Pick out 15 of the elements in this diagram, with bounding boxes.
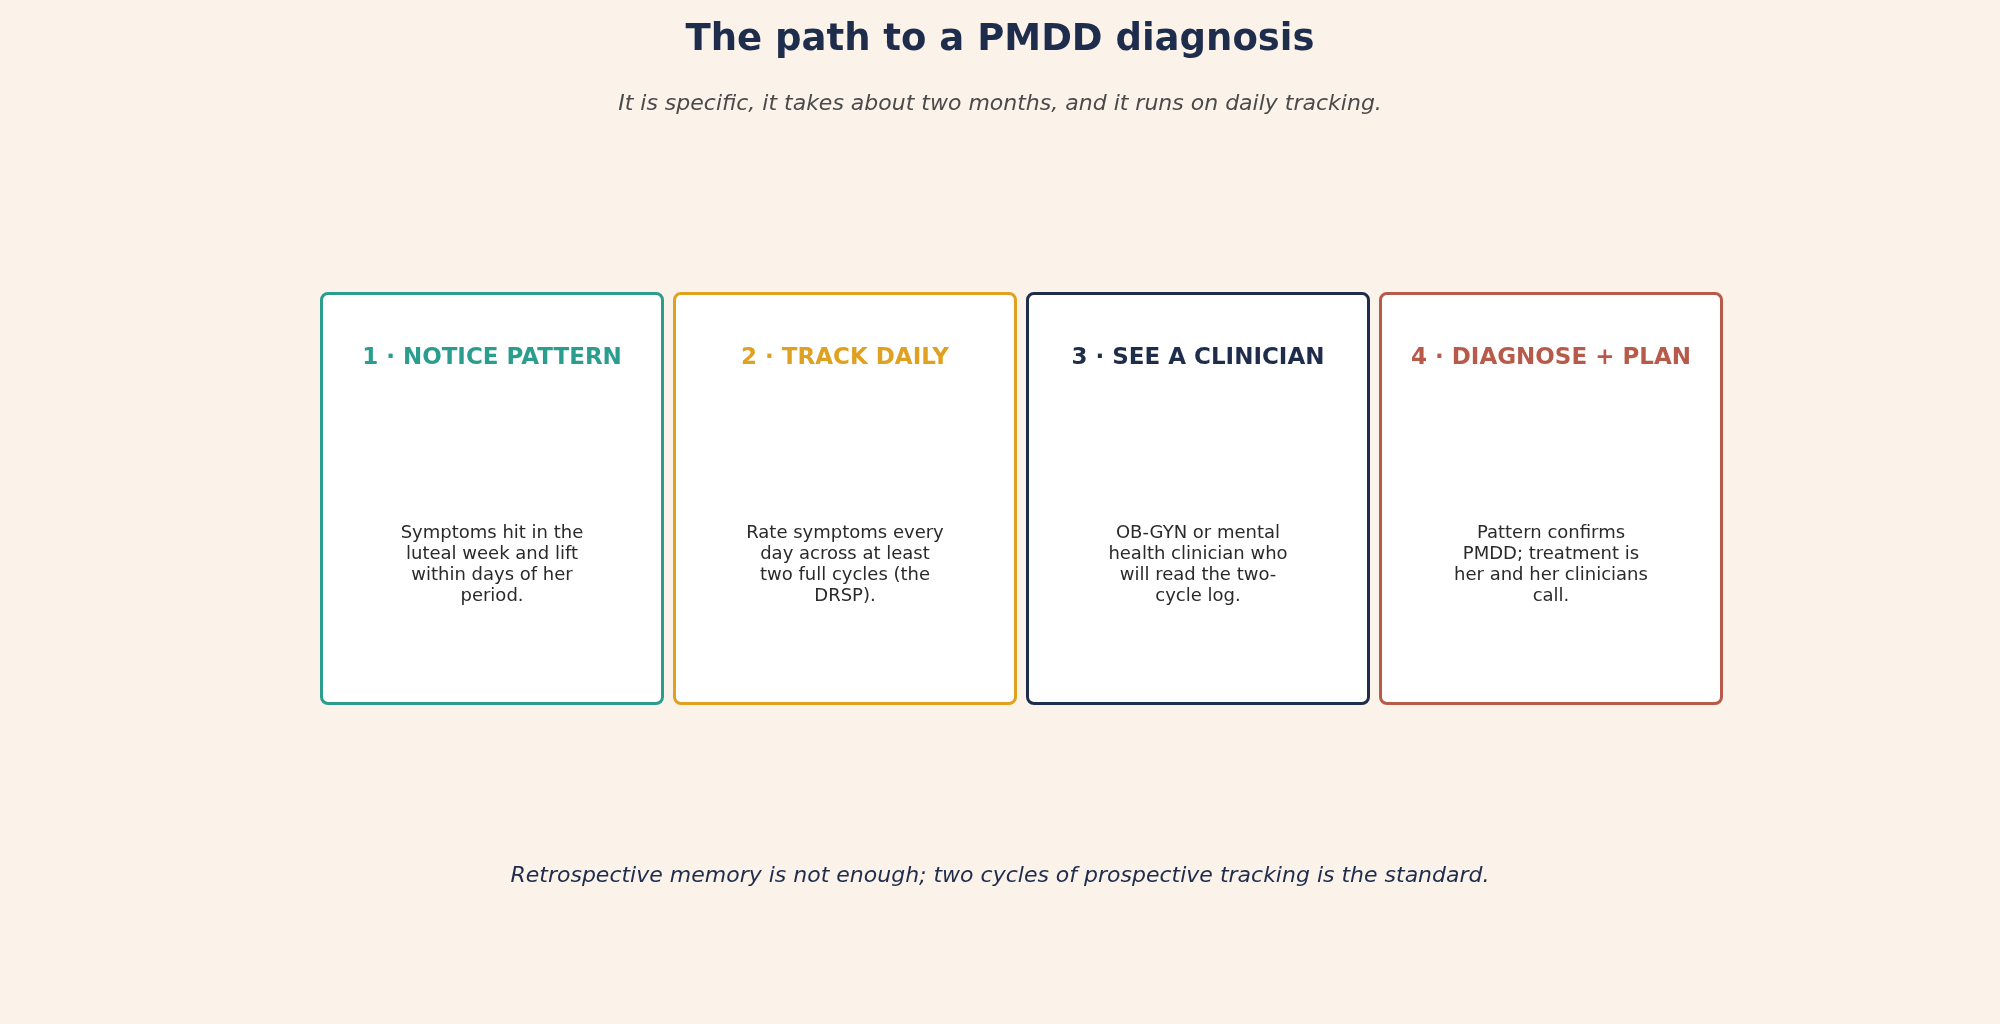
step-card: [1379, 292, 1723, 705]
step-description: Rate symptoms every day across at least two full cycles (the DRSP).: [746, 521, 944, 605]
step-card: [1026, 292, 1370, 705]
step-description: Symptoms hit in the luteal week and lift within days of her period.: [399, 521, 585, 605]
step-card: [673, 292, 1017, 705]
subtitle: It is specific, it takes about two months, and it runs on daily tracking.: [617, 90, 1383, 115]
title: The path to a PMDD diagnosis: [684, 16, 1316, 59]
caption: Retrospective memory is not enough; two cycles of prospective tracking is the standard.: [509, 862, 1491, 887]
step-heading: 3 · SEE A CLINICIAN: [1070, 343, 1326, 369]
step-heading: 2 · TRACK DAILY: [740, 343, 950, 369]
step-heading: 1 · NOTICE PATTERN: [361, 343, 623, 369]
step-description: OB-GYN or mental health clinician who will read the two-cycle log.: [1107, 521, 1289, 605]
step-card: [320, 292, 664, 705]
step-heading: 4 · DIAGNOSE + PLAN: [1410, 343, 1692, 369]
step-description: Pattern confirms PMDD; treatment is her and her clinicians call.: [1453, 521, 1649, 605]
